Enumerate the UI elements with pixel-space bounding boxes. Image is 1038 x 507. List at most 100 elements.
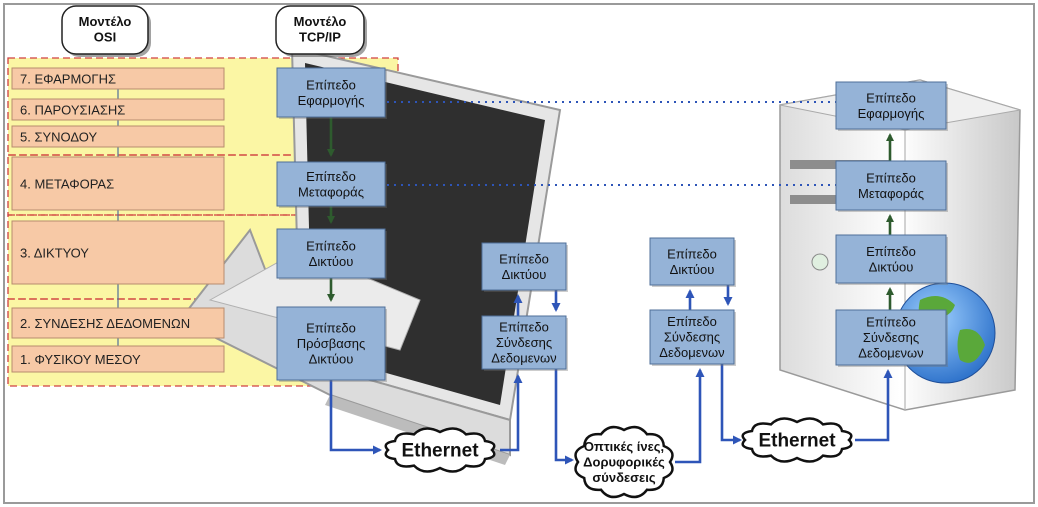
- router2-datalink-layer-line-3: Δεδομενων: [659, 345, 724, 360]
- connection-lines: [327, 117, 894, 465]
- osi-layer-5: 5. ΣΥΝΟΔΟΥ: [11, 125, 225, 148]
- osi-layer-box: [11, 67, 225, 90]
- client-layer-1-line-1: Επίπεδο: [306, 77, 356, 92]
- osi-layer-label: 6. ΠΑΡΟΥΣΙΑΣΗΣ: [20, 103, 125, 118]
- server-layer-3-line-1: Επίπεδο: [866, 244, 916, 259]
- router1-datalink-layer-rect: [481, 315, 567, 370]
- client-layer-3-line-1: Επίπεδο: [306, 238, 356, 253]
- tcpip-model-header-tab: [275, 5, 365, 55]
- ethernet-cloud-1-outline: [384, 427, 496, 473]
- osi-layer-box: [11, 307, 225, 339]
- server-layer-1-rect: [835, 81, 947, 130]
- ethernet-cloud-1-line-1: Ethernet: [401, 441, 479, 462]
- osi-layer-7: 7. ΕΦΑΡΜΟΓΗΣ: [11, 67, 225, 90]
- osi-layer-label: 7. ΕΦΑΡΜΟΓΗΣ: [20, 72, 116, 87]
- osi-model-header-tab: [61, 5, 149, 55]
- osi-layer-label: 3. ΔΙΚΤΥΟΥ: [20, 246, 89, 261]
- osi-layer-box: [11, 125, 225, 148]
- tcpip-model-header-line-1: Μοντέλο: [294, 14, 347, 29]
- osi-layer-2: 2. ΣΥΝΔΕΣΗΣ ΔΕΔΟΜΕΝΩΝ: [11, 307, 225, 339]
- client-layer-1-rect: [276, 67, 386, 118]
- osi-layer-1: 1. ΦΥΣΙΚΟΥ ΜΕΣΟΥ: [11, 345, 225, 373]
- server-layer-3-rect: [835, 234, 947, 284]
- network-clouds: Ethernet Οπτικές ίνες,Δορυφορικέςσύνδεσει…: [384, 417, 853, 499]
- router1-datalink-layer-line-1: Επίπεδο: [499, 319, 549, 334]
- osi-model-header-line-2: OSI: [94, 29, 116, 44]
- router1-datalink-layer-line-3: Δεδομενων: [491, 351, 556, 366]
- client-to-ethernet-1: [329, 380, 382, 455]
- ethernet-cloud-1: Ethernet: [384, 427, 496, 473]
- router1-network-layer-rect: [481, 242, 567, 291]
- router2-network-layer-line-2: Δικτύου: [670, 262, 715, 277]
- client-layer-2-rect: [276, 161, 386, 207]
- osi-layer-list: 7. ΕΦΑΡΜΟΓΗΣ 6. ΠΑΡΟΥΣΙΑΣΗΣ 5. ΣΥΝΟΔΟΥ 4. Μ…: [11, 67, 225, 373]
- osi-layer-3: 3. ΔΙΚΤΥΟΥ: [11, 220, 225, 285]
- ethernet-1-to-router1: [500, 374, 523, 452]
- router1-network-layer-line-1: Επίπεδο: [499, 251, 549, 266]
- osi-layer-label: 5. ΣΥΝΟΔΟΥ: [20, 130, 97, 145]
- osi-layer-box: [11, 220, 225, 285]
- client-layer-4-line-3: Δικτύου: [309, 352, 354, 367]
- router2-to-ethernet-2: [720, 364, 742, 445]
- osi-layer-box: [11, 98, 225, 121]
- osi-model-header-line-1: Μοντέλο: [79, 14, 132, 29]
- router2-datalink-layer-line-1: Επίπεδο: [667, 314, 717, 329]
- layer-boxes: ΕπίπεδοΕφαρμογήςΕπίπεδοΜεταφοράςΕπίπεδοΔ…: [276, 67, 948, 382]
- peer-dotted-lines: [387, 101, 836, 186]
- client-layer-3-rect: [276, 228, 386, 279]
- osi-layer-label: 2. ΣΥΝΔΕΣΗΣ ΔΕΔΟΜΕΝΩΝ: [20, 316, 190, 331]
- router2-datalink-layer-rect: [649, 309, 735, 365]
- diagram-frame: [3, 3, 1035, 504]
- router2-network-layer-rect: [649, 237, 735, 286]
- server-layer-1-line-2: Εφαρμογής: [858, 106, 925, 121]
- router2-datalink-layer-line-2: Σύνδεσης: [664, 330, 720, 345]
- osi-layer-label: 1. ΦΥΣΙΚΟΥ ΜΕΣΟΥ: [20, 352, 141, 367]
- tcpip-model-header-line-2: TCP/IP: [299, 29, 341, 44]
- server-layer-4-rect: [835, 309, 947, 366]
- client-layer-1-line-2: Εφαρμογής: [298, 93, 365, 108]
- fiber-satellite-cloud-outline: [574, 425, 674, 499]
- client-layer-2-line-2: Μεταφοράς: [298, 184, 364, 199]
- client-layer-2-line-1: Επίπεδο: [306, 169, 356, 184]
- fiber-to-router2: [675, 368, 705, 464]
- osi-layer-4: 4. ΜΕΤΑΦΟΡΑΣ: [11, 156, 225, 211]
- client-layer-3-line-2: Δικτύου: [309, 254, 354, 269]
- ethernet-cloud-2-line-1: Ethernet: [758, 431, 836, 452]
- fiber-satellite-cloud-line-1: Οπτικές ίνες,: [584, 439, 664, 454]
- client-layer-4-line-2: Πρόσβασης: [297, 336, 366, 351]
- router2-network-layer-line-1: Επίπεδο: [667, 246, 717, 261]
- fiber-satellite-cloud-line-2: Δορυφορικές: [583, 455, 665, 470]
- client-layer-4-rect: [276, 306, 386, 381]
- ethernet-2-to-server: [855, 369, 893, 442]
- ethernet-cloud-2: Ethernet: [741, 417, 853, 463]
- server-layer-3-line-2: Δικτύου: [869, 259, 914, 274]
- server-layer-1-line-1: Επίπεδο: [866, 90, 916, 105]
- server-layer-4-line-3: Δεδομενων: [858, 346, 923, 361]
- ethernet-cloud-2-outline: [741, 417, 853, 463]
- server-layer-2-line-2: Μεταφοράς: [858, 186, 924, 201]
- osi-layer-label: 4. ΜΕΤΑΦΟΡΑΣ: [20, 177, 114, 192]
- server-layer-2-line-1: Επίπεδο: [866, 170, 916, 185]
- osi-layer-box: [11, 345, 225, 373]
- osi-layer-box: [11, 156, 225, 211]
- server-layer-4-line-2: Σύνδεσης: [863, 330, 919, 345]
- router1-to-fiber: [554, 369, 574, 465]
